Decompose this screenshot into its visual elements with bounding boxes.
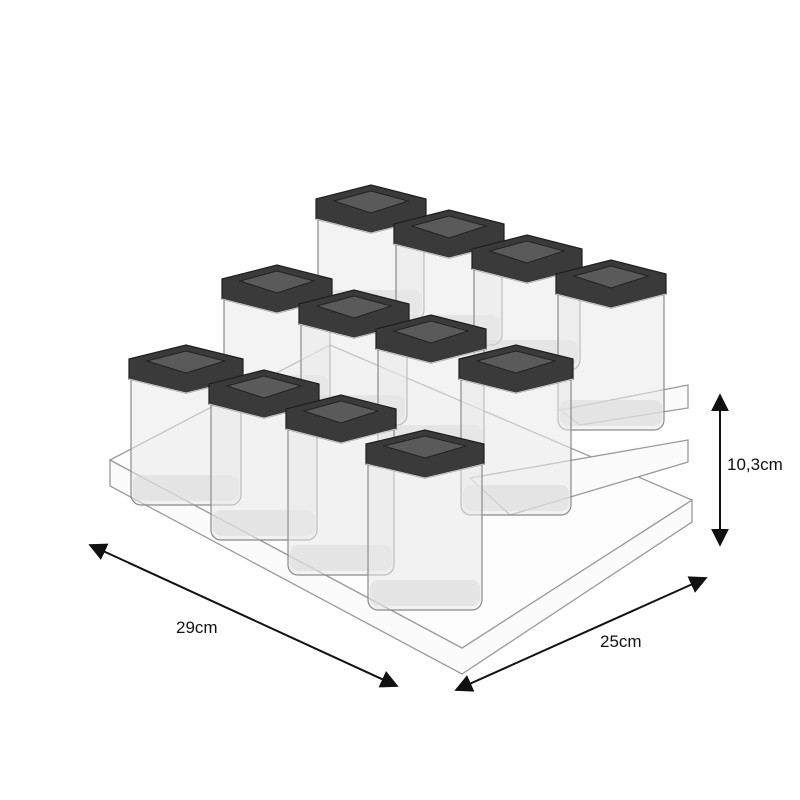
jar [458, 344, 574, 516]
depth-arrow [454, 576, 708, 692]
jar [555, 259, 667, 431]
height-label: 10,3cm [727, 455, 783, 474]
depth-label: 25cm [600, 632, 642, 651]
width-arrow [88, 543, 399, 688]
jar-group [128, 184, 667, 611]
dimension-arrows [88, 393, 729, 692]
width-label: 29cm [176, 618, 218, 637]
jar [365, 429, 485, 611]
